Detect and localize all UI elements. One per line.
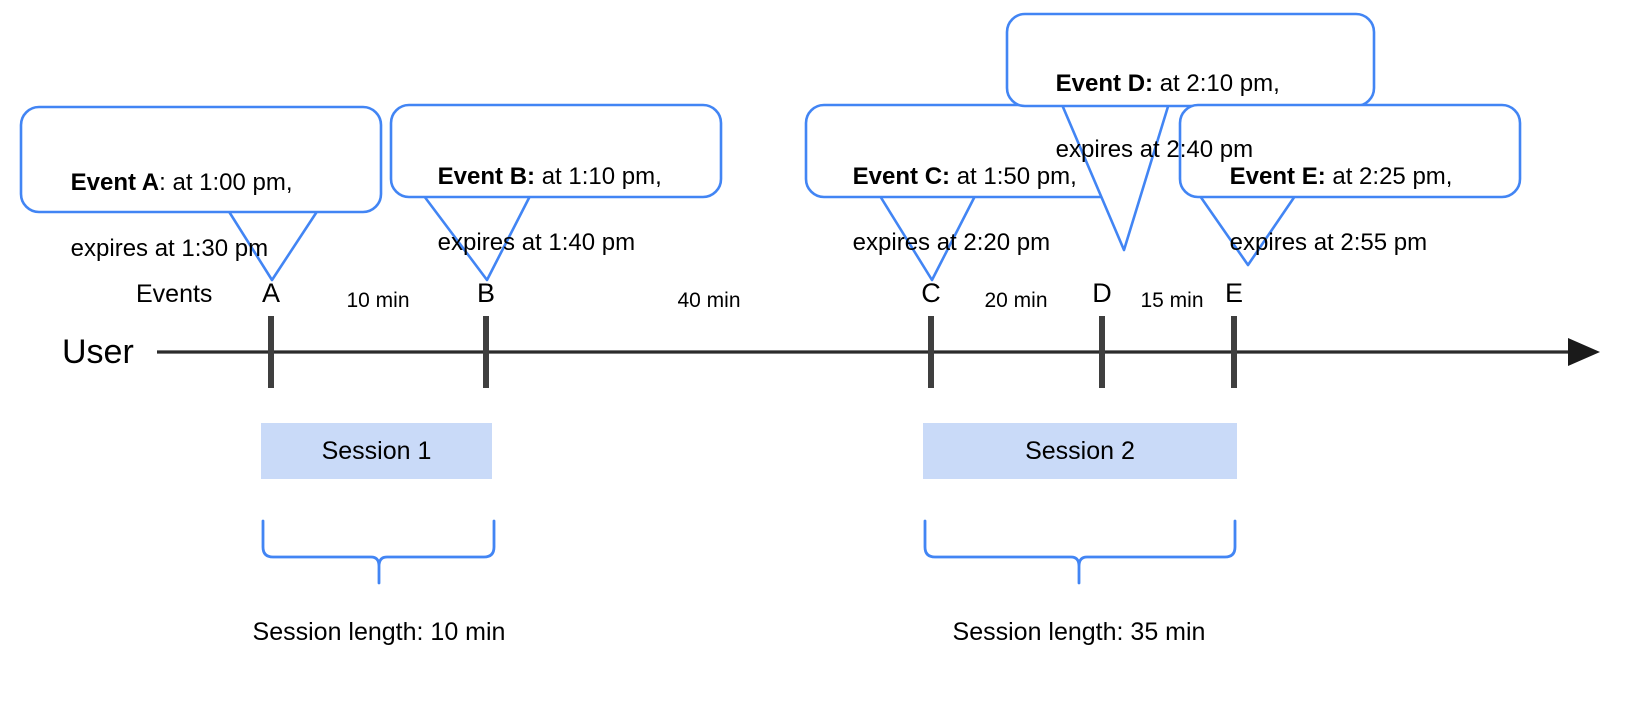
session-bar-1-label: Session 1 [321,436,432,465]
callout-a-bold: Event A [70,169,160,196]
session-bar-2-label: Session 2 [1025,436,1135,465]
callout-d-line2: expires at 2:40 pm [1055,136,1254,163]
callout-b-line2: expires at 1:40 pm [437,229,636,256]
session-bar-1[interactable]: Session 1 [261,423,492,479]
session-1-brace [261,519,496,585]
timeline-arrow-head [1568,338,1600,366]
callout-bubble-e [1178,103,1522,199]
callout-c-sep [950,163,957,190]
callout-text-d: Event D: at 2:10 pm, expires at 2:40 pm [1029,34,1369,199]
callout-b-sep [535,163,542,190]
event-label-c: C [921,278,941,308]
gap-label-b-c: 40 min [677,289,741,312]
timeline-axis-group [157,316,1600,388]
callout-d-sep [1153,70,1160,97]
callout-c-bold: Event C: [852,163,951,190]
callout-bubble-b [389,103,723,199]
callout-d-line1: at 2:10 pm, [1159,70,1280,97]
callout-a-line1: at 1:00 pm, [172,169,293,196]
session-length-2: Session length: 35 min [952,618,1206,646]
session-length-1: Session length: 10 min [252,618,506,646]
user-actor-label: User [62,333,134,371]
session-bar-2[interactable]: Session 2 [923,423,1237,479]
event-label-e: E [1224,278,1243,308]
callout-e-bold: Event E: [1229,163,1326,190]
callout-bubble-a [19,105,383,214]
events-row-label: Events [136,280,213,308]
callout-a-sep: : [159,169,173,196]
callout-e-line2: expires at 2:55 pm [1229,229,1428,256]
callout-d-bold: Event D: [1055,70,1154,97]
callout-text-a: Event A: at 1:00 pm, expires at 1:30 pm [44,133,374,298]
callout-c-line2: expires at 2:20 pm [852,229,1051,256]
event-label-d: D [1092,278,1112,308]
callout-b-line1: at 1:10 pm, [541,163,662,190]
callout-c-line1: at 1:50 pm, [956,163,1077,190]
callout-e-line1: at 2:25 pm, [1332,163,1453,190]
event-label-b: B [476,278,495,308]
gap-label-c-d: 20 min [984,289,1048,312]
callout-b-bold: Event B: [437,163,536,190]
event-label-a: A [261,278,280,308]
session-2-brace [923,519,1237,585]
callout-a-line2: expires at 1:30 pm [70,235,269,262]
callout-text-e: Event E: at 2:25 pm, expires at 2:55 pm [1203,127,1523,292]
callout-text-b: Event B: at 1:10 pm, expires at 1:40 pm [411,127,721,292]
gap-label-a-b: 10 min [346,289,410,312]
gap-label-d-e: 15 min [1140,289,1204,312]
callout-text-c: Event C: at 1:50 pm, expires at 2:20 pm [826,127,1136,292]
